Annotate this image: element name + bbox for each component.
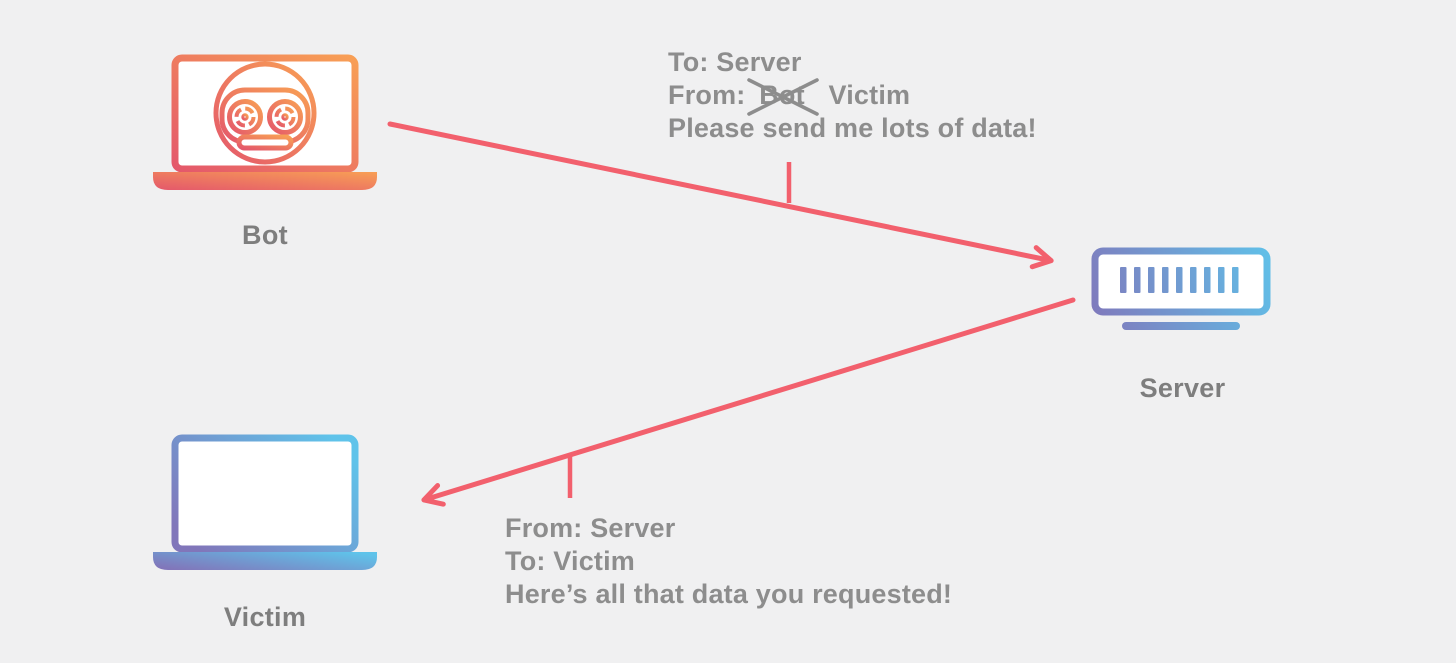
laptop-icon — [153, 434, 377, 570]
response-line-body: Here’s all that data you requested! — [505, 579, 953, 609]
request-line-body: Please send me lots of data! — [668, 113, 1037, 143]
response-line-from: From: Server — [505, 513, 676, 543]
victim-label: Victim — [223, 602, 307, 632]
arrow-server-to-victim — [421, 297, 1076, 507]
laptop-base — [153, 552, 377, 570]
request-from-spoofed: Victim — [828, 80, 911, 110]
request-from-prefix: From: — [668, 80, 746, 110]
request-line-from: From: Bot Victim — [668, 77, 1037, 116]
server-base — [1122, 322, 1240, 330]
server-label: Server — [1139, 373, 1226, 403]
node-bot: Bot — [150, 48, 380, 251]
laptop-screen — [171, 434, 359, 553]
node-victim: Victim — [150, 428, 380, 633]
request-line-to: To: Server — [668, 47, 802, 77]
server-icon — [1091, 247, 1271, 330]
bot-laptop-icon — [153, 54, 377, 190]
response-message: From: Server To: Victim Here’s all that … — [505, 512, 952, 611]
server-slots — [1120, 267, 1239, 293]
bot-label: Bot — [242, 220, 288, 250]
laptop-screen — [171, 54, 359, 173]
laptop-base — [153, 172, 377, 190]
crossed-word: Bot — [759, 80, 805, 110]
response-line-to: To: Victim — [505, 546, 636, 576]
node-server: Server — [1085, 243, 1280, 404]
crossed-word-wrap: Bot — [747, 77, 820, 116]
request-message: To: Server From: Bot Victim Please send … — [668, 46, 1037, 145]
robot-face — [213, 61, 317, 165]
